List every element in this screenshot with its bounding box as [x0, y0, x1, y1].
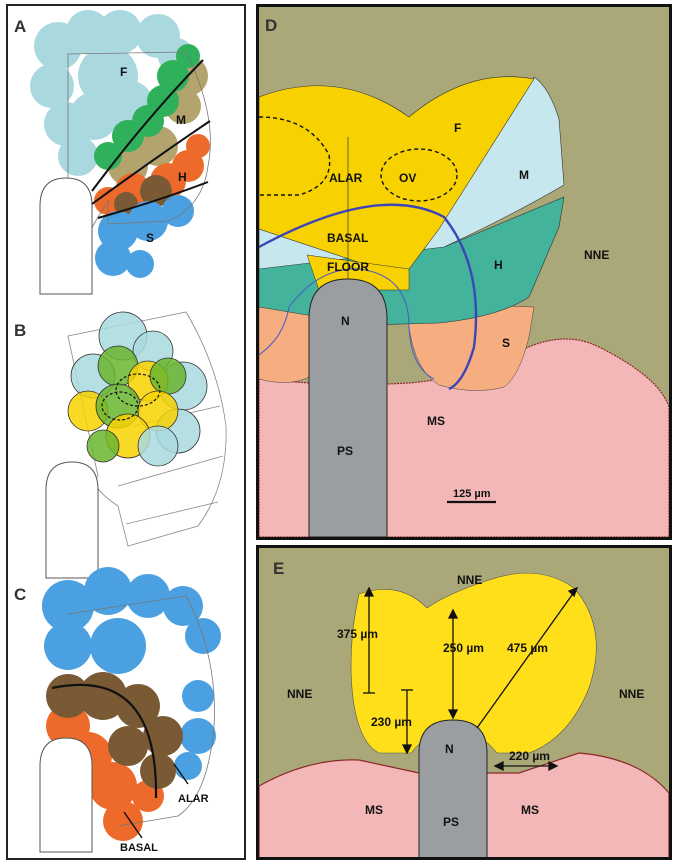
- label-basal: BASAL: [120, 842, 158, 854]
- label-n: N: [445, 742, 454, 756]
- panel-d-letter: D: [265, 16, 277, 35]
- measure-230: 230 µm: [371, 715, 412, 729]
- label-alar: ALAR: [329, 171, 363, 185]
- panel-c: C ALAR BASAL: [14, 567, 221, 854]
- panel-e-letter: E: [273, 559, 284, 578]
- panel-c-letter: C: [14, 585, 26, 604]
- panel-d-svg: D F ALAR OV M BASAL FLOOR H NNE N S MS P…: [259, 7, 669, 537]
- label-floor: FLOOR: [327, 260, 369, 274]
- label-s: S: [502, 336, 510, 350]
- label-ps: PS: [337, 444, 353, 458]
- label-ov: OV: [399, 171, 416, 185]
- node-outline: [46, 462, 98, 578]
- fate-map-panel-d: D F ALAR OV M BASAL FLOOR H NNE N S MS P…: [256, 4, 672, 540]
- panel-b-letter: B: [14, 321, 26, 340]
- label-h: H: [178, 170, 187, 184]
- panel-b: B: [14, 312, 226, 578]
- fate-map-abc-svg: A: [8, 6, 244, 858]
- label-nne: NNE: [584, 248, 609, 262]
- label-alar: ALAR: [178, 793, 209, 805]
- label-nne-left: NNE: [287, 687, 312, 701]
- panel-a: A: [14, 10, 210, 294]
- measure-475: 475 µm: [507, 641, 548, 655]
- scale-bar-label: 125 µm: [453, 488, 491, 500]
- dimension-panel-e: E NNE NNE NNE N MS MS PS 375 µm 250 µm 4…: [256, 545, 672, 860]
- label-nne-right: NNE: [619, 687, 644, 701]
- label-f: F: [454, 121, 461, 135]
- label-basal: BASAL: [327, 231, 368, 245]
- measure-250: 250 µm: [443, 641, 484, 655]
- clone-circles: [68, 312, 207, 466]
- node-outline: [40, 178, 92, 294]
- label-ps: PS: [443, 815, 459, 829]
- label-ms-left: MS: [365, 803, 383, 817]
- label-ms: MS: [427, 414, 445, 428]
- node-outline: [40, 738, 92, 852]
- label-h: H: [494, 258, 503, 272]
- fate-map-panels-abc: A: [6, 4, 246, 860]
- label-nne-top: NNE: [457, 573, 482, 587]
- label-f: F: [120, 65, 127, 79]
- notochord: [419, 720, 487, 857]
- panel-e-svg: E NNE NNE NNE N MS MS PS 375 µm 250 µm 4…: [259, 548, 669, 857]
- measure-220: 220 µm: [509, 749, 550, 763]
- label-s: S: [146, 231, 154, 245]
- label-m: M: [519, 168, 529, 182]
- label-m: M: [176, 113, 186, 127]
- panel-a-letter: A: [14, 17, 26, 36]
- label-n: N: [341, 314, 350, 328]
- measure-375: 375 µm: [337, 627, 378, 641]
- label-ms-right: MS: [521, 803, 539, 817]
